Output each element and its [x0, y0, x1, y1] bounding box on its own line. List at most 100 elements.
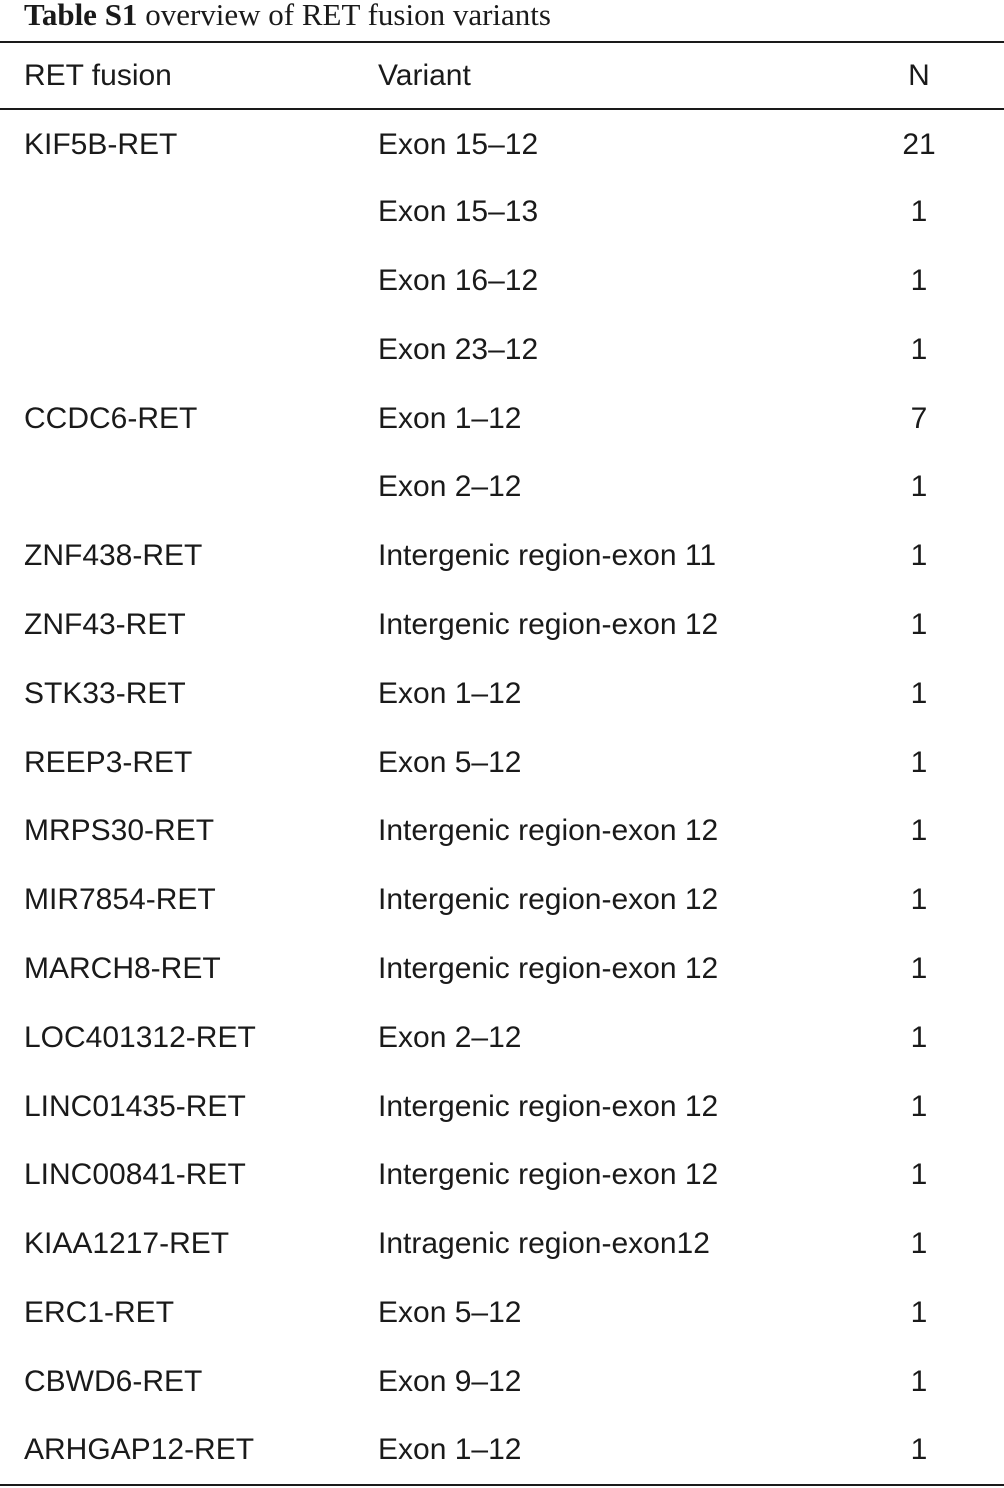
table-container: RET fusion Variant N KIF5B-RET Exon 15–12… — [0, 41, 1004, 1486]
table-row: Exon 23–12 1 — [0, 315, 1004, 384]
header-variant: Variant — [354, 41, 834, 110]
cell-ret-fusion: ZNF43-RET — [24, 607, 186, 641]
cell-n: 1 — [834, 659, 1004, 728]
table-row: ZNF43-RET Intergenic region-exon 12 1 — [0, 591, 1004, 660]
table-caption: Table S1 overview of RET fusion variants — [24, 0, 551, 36]
cell-n: 1 — [834, 1003, 1004, 1072]
cell-ret-fusion: KIAA1217-RET — [24, 1227, 230, 1261]
cell-variant: Exon 2–12 — [378, 1020, 522, 1054]
ret-fusion-table: RET fusion Variant N KIF5B-RET Exon 15–12… — [0, 41, 1004, 1486]
cell-n-value: 1 — [910, 951, 928, 985]
table-row: ERC1-RET Exon 5–12 1 — [0, 1279, 1004, 1348]
cell-variant: Exon 2–12 — [378, 470, 522, 504]
cell-ret-fusion: CCDC6-RET — [24, 401, 198, 435]
cell-ret-fusion: LOC401312-RET — [24, 1020, 256, 1054]
cell-ret-fusion: REEP3-RET — [24, 745, 193, 779]
cell-n-value: 1 — [910, 814, 928, 848]
table-row: Exon 16–12 1 — [0, 247, 1004, 316]
cell-variant: Exon 15–12 — [378, 127, 539, 161]
table-row: ZNF438-RET Intergenic region-exon 11 1 — [0, 522, 1004, 591]
header-n: N — [834, 41, 1004, 110]
cell-n: 21 — [834, 109, 1004, 178]
cell-variant: Exon 9–12 — [378, 1364, 522, 1398]
cell-n-value: 1 — [910, 195, 928, 229]
cell-n-value: 1 — [910, 1158, 928, 1192]
cell-variant: Intergenic region-exon 12 — [378, 951, 719, 985]
cell-ret-fusion: LINC01435-RET — [24, 1089, 246, 1123]
cell-ret-fusion: MRPS30-RET — [24, 814, 215, 848]
cell-ret-fusion: MARCH8-RET — [24, 951, 221, 985]
cell-variant: Exon 5–12 — [378, 1295, 522, 1329]
cell-variant: Exon 1–12 — [378, 401, 522, 435]
cell-n: 1 — [834, 1210, 1004, 1279]
cell-n: 1 — [834, 591, 1004, 660]
cell-ret-fusion — [0, 247, 354, 316]
cell-n-value: 1 — [910, 1227, 928, 1261]
cell-n-value: 1 — [910, 1020, 928, 1054]
cell-n: 1 — [834, 247, 1004, 316]
cell-n-value: 1 — [910, 1295, 928, 1329]
cell-n-value: 21 — [902, 127, 936, 161]
cell-n: 1 — [834, 522, 1004, 591]
cell-variant: Intergenic region-exon 11 — [378, 539, 716, 573]
cell-variant: Intergenic region-exon 12 — [378, 883, 719, 917]
cell-variant: Exon 15–13 — [378, 195, 539, 229]
cell-variant: Intergenic region-exon 12 — [378, 1089, 719, 1123]
cell-variant: Exon 1–12 — [378, 676, 522, 710]
table-row: KIAA1217-RET Intragenic region-exon12 1 — [0, 1210, 1004, 1279]
cell-variant: Exon 5–12 — [378, 745, 522, 779]
table-row: LINC00841-RET Intergenic region-exon 12 1 — [0, 1141, 1004, 1210]
table-row: CBWD6-RET Exon 9–12 1 — [0, 1347, 1004, 1416]
cell-n: 1 — [834, 178, 1004, 247]
cell-ret-fusion: ERC1-RET — [24, 1295, 175, 1329]
table-caption-text: overview of RET fusion variants — [145, 0, 551, 32]
table-row: LOC401312-RET Exon 2–12 1 — [0, 1003, 1004, 1072]
table-row: LINC01435-RET Intergenic region-exon 12 1 — [0, 1072, 1004, 1141]
cell-n-value: 1 — [910, 470, 928, 504]
cell-n-value: 1 — [910, 1089, 928, 1123]
cell-ret-fusion — [0, 178, 354, 247]
cell-n-value: 7 — [910, 401, 928, 435]
cell-n: 1 — [834, 1416, 1004, 1486]
table-row: CCDC6-RET Exon 1–12 7 — [0, 384, 1004, 453]
cell-n-value: 1 — [910, 607, 928, 641]
cell-n-value: 1 — [910, 745, 928, 779]
cell-n: 1 — [834, 1279, 1004, 1348]
cell-ret-fusion: CBWD6-RET — [24, 1364, 203, 1398]
cell-n-value: 1 — [910, 883, 928, 917]
cell-ret-fusion — [0, 315, 354, 384]
cell-n: 1 — [834, 1347, 1004, 1416]
table-row: REEP3-RET Exon 5–12 1 — [0, 728, 1004, 797]
cell-n-value: 1 — [910, 539, 928, 573]
cell-ret-fusion: ZNF438-RET — [24, 539, 203, 573]
cell-n: 1 — [834, 315, 1004, 384]
cell-variant: Exon 23–12 — [378, 332, 539, 366]
cell-variant: Intergenic region-exon 12 — [378, 1158, 719, 1192]
cell-n: 1 — [834, 728, 1004, 797]
table-row: Exon 15–13 1 — [0, 178, 1004, 247]
cell-ret-fusion: KIF5B-RET — [24, 127, 178, 161]
cell-variant: Intergenic region-exon 12 — [378, 607, 719, 641]
cell-ret-fusion: ARHGAP12-RET — [0, 1416, 354, 1486]
cell-n-value: 1 — [910, 676, 928, 710]
table-row: MARCH8-RET Intergenic region-exon 12 1 — [0, 935, 1004, 1004]
cell-variant: Exon 16–12 — [378, 263, 539, 297]
cell-n: 1 — [834, 1141, 1004, 1210]
cell-n: 1 — [834, 1072, 1004, 1141]
cell-n-value: 1 — [910, 1433, 928, 1467]
cell-n: 7 — [834, 384, 1004, 453]
table-row: KIF5B-RET Exon 15–12 21 — [0, 109, 1004, 178]
header-ret-fusion: RET fusion — [0, 41, 354, 110]
cell-n-value: 1 — [910, 263, 928, 297]
cell-n-value: 1 — [910, 332, 928, 366]
cell-ret-fusion: LINC00841-RET — [24, 1158, 246, 1192]
table-header: RET fusion Variant N — [0, 41, 1004, 110]
cell-n: 1 — [834, 935, 1004, 1004]
cell-n: 1 — [834, 797, 1004, 866]
cell-variant: Intragenic region-exon12 — [378, 1227, 710, 1261]
cell-n: 1 — [834, 453, 1004, 522]
